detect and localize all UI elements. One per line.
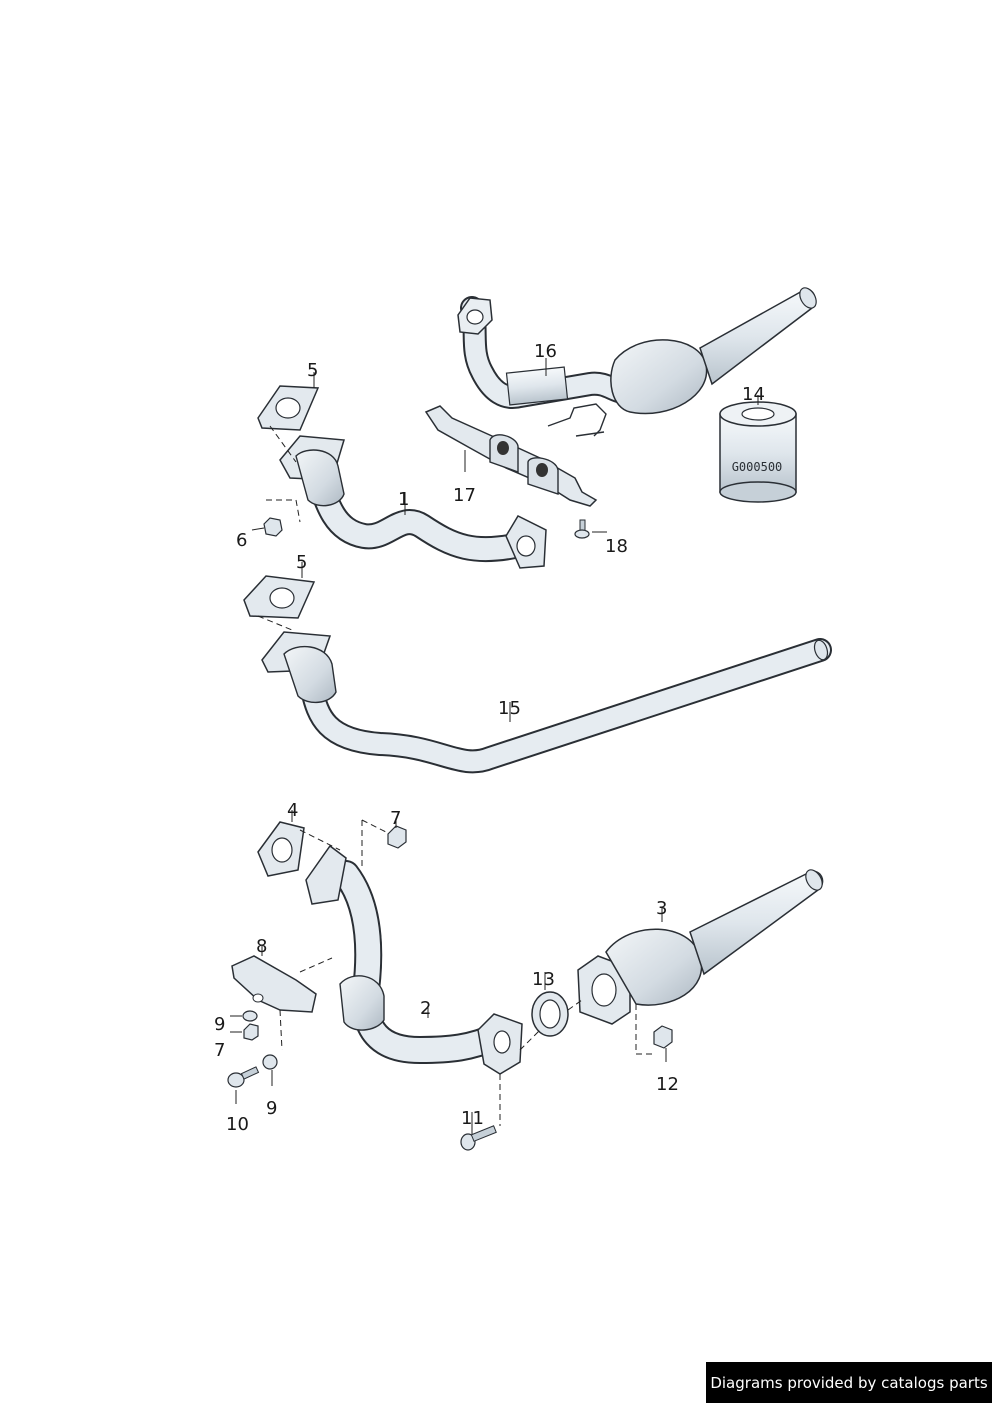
part-17-bracket[interactable] [424,405,598,507]
part-14-marking: G000500 [732,460,783,474]
callout-9-upper: 9 [214,1014,225,1035]
part-7-nut-lower[interactable] [243,1023,259,1041]
callout-14: 14 [742,384,765,405]
part-12-nut[interactable] [653,1025,673,1049]
callout-3: 3 [656,898,667,919]
callout-17: 17 [453,485,476,506]
part-15-front-pipe-long[interactable] [261,631,832,774]
callout-1: 1 [398,489,409,510]
part-13-seal-ring[interactable] [531,991,569,1037]
callout-10: 10 [226,1114,249,1135]
part-7-nut-upper[interactable] [387,825,407,849]
callout-8: 8 [256,936,267,957]
credit-text: Diagrams provided by catalogs parts [710,1373,988,1392]
part-16-catalytic-converter[interactable] [457,285,820,437]
part-8-bracket[interactable] [231,955,317,1013]
callout-12: 12 [656,1074,679,1095]
callout-18: 18 [605,536,628,557]
callout-7-lower: 7 [214,1040,225,1061]
callout-labels: 1 16 14 17 18 5 6 5 15 4 7 8 3 13 2 9 7 … [214,341,765,1135]
callout-2: 2 [420,998,431,1019]
part-5-gasket-upper[interactable] [257,385,320,431]
callout-13: 13 [532,969,555,990]
callout-5-lower: 5 [296,552,307,573]
part-10-bolt[interactable] [227,1066,260,1088]
callout-6: 6 [236,530,247,551]
part-18-bolt[interactable] [574,519,590,539]
leader-lines [230,358,759,1134]
callout-15: 15 [498,698,521,719]
part-5-gasket-lower[interactable] [243,575,316,619]
part-3-catalytic-converter[interactable] [577,867,826,1025]
callout-5-upper: 5 [307,360,318,381]
part-1-front-pipe[interactable] [279,435,547,569]
credit-banner: Diagrams provided by catalogs parts [706,1362,992,1403]
callout-9-lower: 9 [266,1098,277,1119]
part-6-nut[interactable] [263,517,283,537]
callout-16: 16 [534,341,557,362]
part-4-gasket[interactable] [257,821,305,877]
part-9-washer-upper[interactable] [242,1010,258,1022]
callout-11: 11 [461,1108,484,1129]
part-2-front-pipe[interactable] [305,844,523,1075]
part-11-bolt[interactable] [460,1125,497,1151]
callout-7-upper: 7 [390,808,401,829]
part-9-washer-lower[interactable] [262,1054,278,1070]
callout-4: 4 [287,800,298,821]
part-14-muffler-canister[interactable]: G000500 [719,401,797,503]
